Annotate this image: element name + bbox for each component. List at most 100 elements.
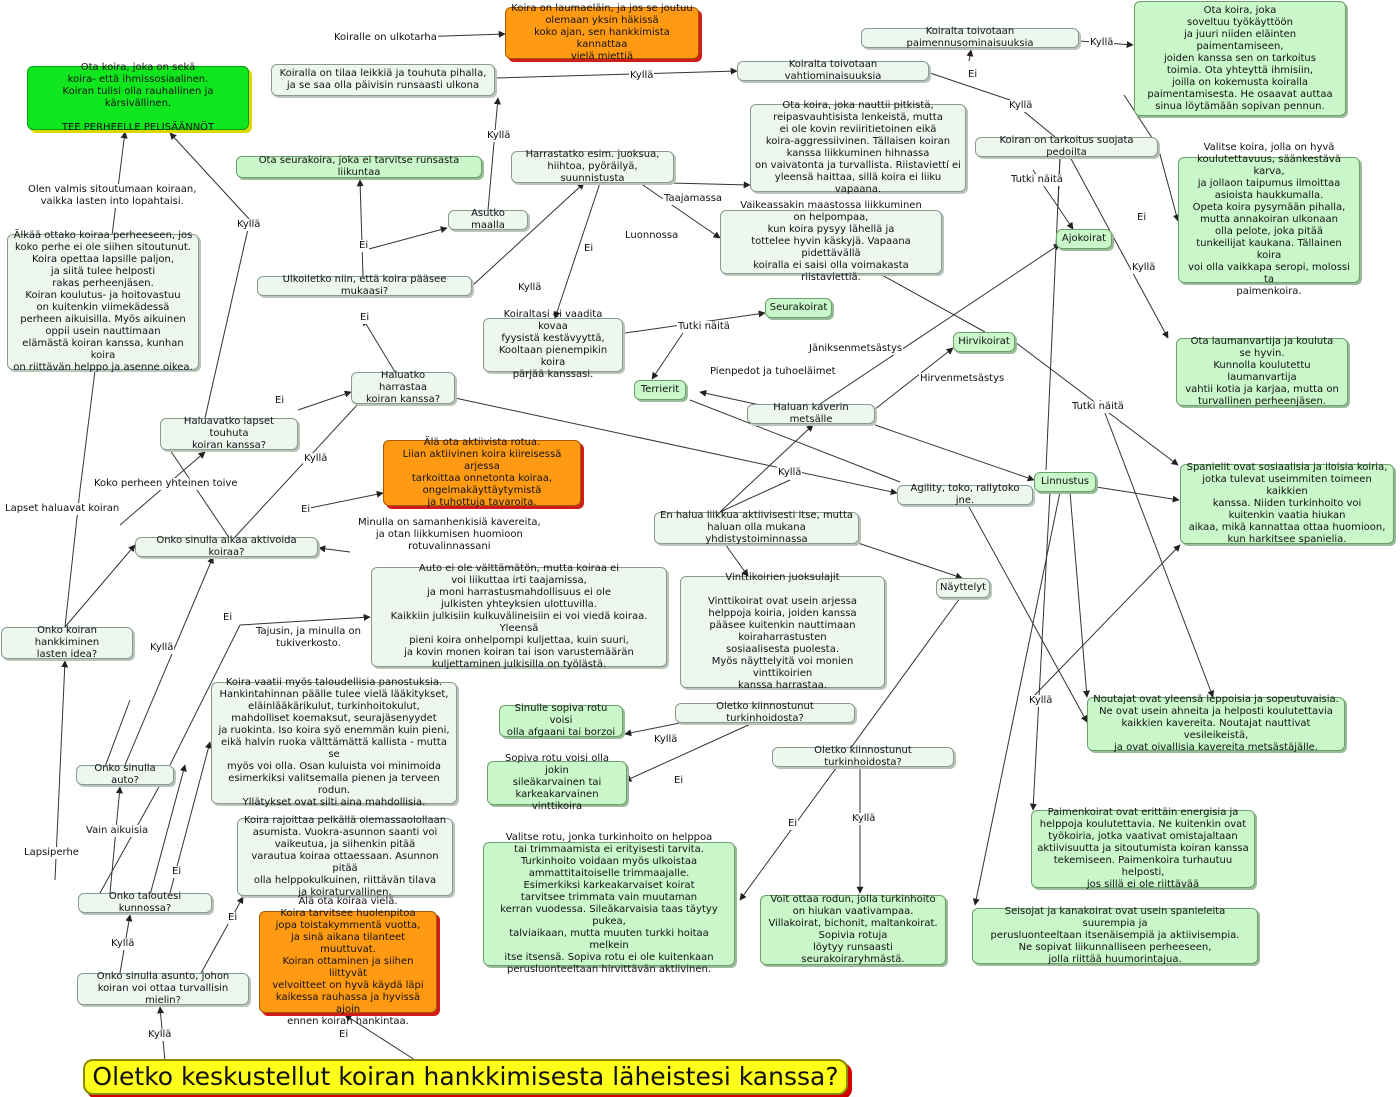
label-samanhenkisia: Minulla on samanhenkisiä kavereita, ja o… [357, 517, 542, 553]
label-kylla: Kyllä [110, 938, 136, 950]
connector-line [689, 399, 901, 483]
connector-line [54, 660, 69, 881]
label-ei: Ei [300, 504, 312, 516]
connector-line [1029, 491, 1051, 811]
connector-line [356, 179, 364, 277]
label-lapsiperhe: Lapsiperhe [23, 847, 80, 859]
taloudellisia-box: Koira vaatii myös taloudellisia panostuk… [211, 677, 457, 808]
label-janiksenmetsastys: Jäniksenmetsästys [808, 343, 904, 355]
label-kylla: Kyllä [147, 1029, 173, 1041]
connector-line [494, 67, 738, 79]
connector-line [64, 544, 136, 628]
hankkiminen-idea-node: Onko koiran hankkiminen lasten idea? [1, 625, 133, 660]
label-ei: Ei [227, 912, 239, 924]
connector-line [651, 332, 684, 380]
connector-line [1095, 486, 1180, 503]
label-ei: Ei [1136, 212, 1148, 224]
label-ei: Ei [338, 1029, 350, 1041]
aktiivinen-rotu-box: Älä ota aktiivista rotua. Liian aktiivin… [383, 437, 581, 508]
kaveri-metsa-node: Haluan kaverin metsälle [747, 402, 875, 425]
noutajat-box: Noutajat ovat yleensä leppoisia ja sopeu… [1087, 694, 1345, 753]
connector-line [879, 273, 986, 333]
label-luonnossa: Luonnossa [624, 230, 680, 242]
connector-line [109, 786, 123, 894]
connector-line [362, 318, 396, 373]
laumanvartija-box: Ota laumanvartija ja kouluta se hyvin. K… [1176, 336, 1348, 407]
connector-line [149, 764, 187, 896]
connector-line [719, 479, 791, 513]
connector-line [1069, 156, 1169, 339]
connector-line [199, 896, 244, 976]
label-tutki-naita: Tutki näitä [1010, 174, 1064, 186]
afgaani-box: Sinulle sopiva rotu voisi olla afgaani t… [499, 703, 623, 738]
connector-line [1029, 544, 1181, 701]
seurakoira-ota-box: Ota seurakoira, joka ei tarvitse runsast… [236, 155, 482, 178]
connector-line [1099, 399, 1215, 698]
connector-line [819, 243, 1061, 405]
label-kylla: Kyllä [1131, 262, 1157, 274]
spanielit-box: Spanielit ovat sosiaalisia ja iloisia ko… [1180, 462, 1394, 545]
family-rules-box: Ota koira, joka on sekä koira- että ihmi… [27, 62, 249, 133]
connector-line [1157, 146, 1180, 222]
connector-line [724, 543, 749, 577]
aikaa-aktivoida-node: Onko sinulla aikaa aktivoida koiraa? [135, 535, 318, 558]
ajokoirat-node: Ajokoirat [1056, 229, 1112, 249]
connector-line [967, 504, 1088, 723]
connector-line [972, 491, 1061, 906]
connector-line [124, 556, 214, 766]
main-question-title: Oletko keskustellut koiran hankkimisesta… [83, 1059, 848, 1095]
connector-line [344, 1014, 416, 1061]
agility-node: Agility, toko, rallytoko jne. [897, 483, 1033, 506]
label-olen-valmis: Olen valmis sitoutumaan koiraan, vaikka … [27, 184, 198, 208]
pitkat-lenkit-box: Ota koira, joka nauttii pitkistä, reipas… [750, 100, 966, 195]
label-ei: Ei [222, 612, 234, 624]
label-lapset-haluavat: Lapset haluavat koiran [4, 503, 121, 515]
valitse-rotu-box: Valitse rotu, jonka turkinhoito on helpp… [483, 832, 735, 975]
paimennus-node: Koiralta toivotaan paimennusominaisuuksi… [861, 26, 1079, 49]
hirvikoirat-node: Hirvikoirat [953, 332, 1015, 352]
ei-kovaa-box: Koiraltasi ei vaadita kovaa fyysistä kes… [483, 309, 623, 380]
label-kylla: Kyllä [851, 813, 877, 825]
suojelu-advice-box: Valitse koira, jolla on hyvä koulutettav… [1178, 142, 1360, 297]
linnustus-node: Linnustus [1034, 472, 1096, 492]
connector-line [553, 182, 601, 319]
label-ei: Ei [787, 818, 799, 830]
label-kylla: Kyllä [1028, 695, 1054, 707]
turkinhoidosta-1-node: Oletko kiinnostunut turkinhoidosta? [675, 701, 855, 724]
label-koiralle-ulkotarha: Koiralle on ulkotarha [333, 32, 438, 44]
label-ei: Ei [967, 69, 979, 81]
connector-line [1069, 491, 1090, 698]
seurakoirat-node: Seurakoirat [765, 298, 832, 318]
connector-line [204, 219, 251, 419]
label-kylla: Kyllä [777, 467, 803, 479]
label-kylla: Kyllä [1008, 100, 1034, 112]
connector-line [454, 397, 898, 496]
label-taajamassa: Taajamassa [663, 193, 724, 205]
hiukan-vaativampaa-box: Voit ottaa rodun, jolla turkinhoito on h… [760, 894, 946, 965]
auto-ei-box: Auto ei ole välttämätön, mutta koiraa ei… [371, 563, 667, 670]
label-ei: Ei [673, 775, 685, 787]
label-kylla: Kyllä [1089, 37, 1115, 49]
vinttikoirat-box: Vinttikoirien juoksulajit Vinttikoirat o… [680, 572, 885, 691]
onko-auto-node: Onko sinulla auto? [76, 763, 174, 786]
label-koko-perheen: Koko perheen yhteinen toive [93, 478, 239, 490]
connector-line [169, 132, 251, 221]
tilaa-leikkia-node: Koiralla on tilaa leikkiä ja touhuta pih… [271, 64, 495, 96]
rajoittaa-box: Koira rajoittaa pelkällä olemassaolollaa… [237, 815, 453, 898]
vahti-node: Koiralta toivotaan vahtiominaisuuksia [737, 59, 929, 82]
lapset-touhuta-node: Haluavatko lapset touhuta koiran kanssa? [160, 416, 298, 451]
connector-line [854, 541, 963, 580]
label-ei: Ei [274, 395, 286, 407]
connector-line [364, 226, 448, 251]
paimenkoira-advice-box: Ota koira, joka soveltuu työkäyttöön ja … [1134, 1, 1346, 116]
connector-line [639, 182, 721, 239]
label-kylla: Kyllä [236, 219, 262, 231]
connector-line [487, 97, 501, 211]
harrastatko-node: Harrastatko esim. juoksua, hiihtoa, pyör… [511, 149, 674, 184]
label-ei: Ei [171, 866, 183, 878]
connector-line [1045, 156, 1061, 471]
label-kylla: Kyllä [517, 282, 543, 294]
connector-line [624, 721, 756, 782]
connector-line [669, 181, 751, 189]
connector-line [719, 424, 814, 513]
